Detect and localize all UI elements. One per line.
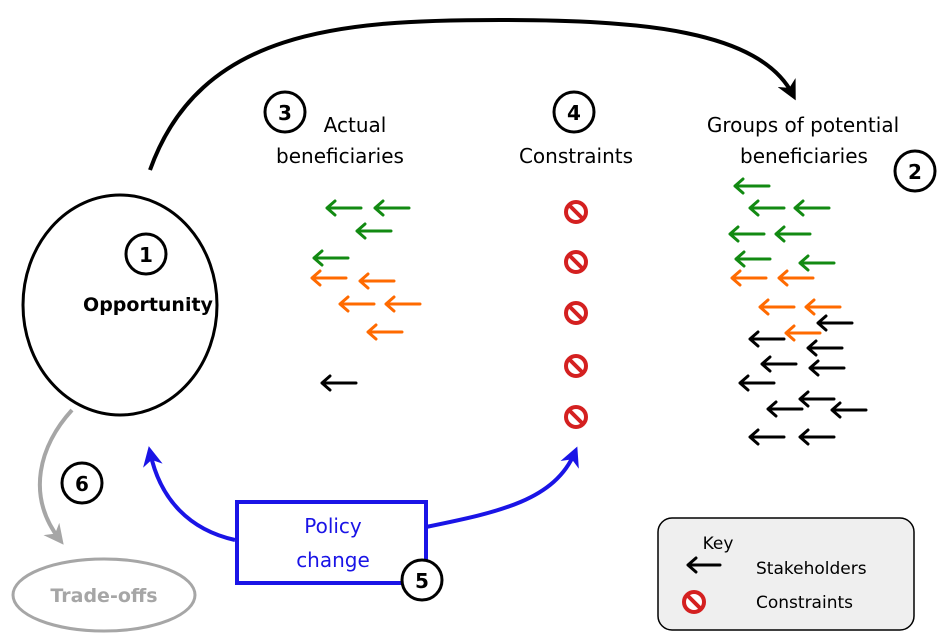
constraint-symbol (564, 354, 588, 378)
potential-label-line1: Groups of potential (707, 113, 899, 137)
constraint-symbols (564, 200, 588, 429)
actual-beneficiary-arrows (310, 199, 422, 392)
stakeholder-arrow-orange (366, 323, 404, 341)
stakeholder-arrow-black (760, 355, 798, 373)
constraint-symbol (564, 405, 588, 429)
stakeholder-arrow-orange (804, 298, 842, 316)
potential-label-line2: beneficiaries (740, 144, 868, 168)
stakeholder-arrow-green (734, 250, 772, 268)
stakeholder-arrow-orange (338, 295, 376, 313)
stakeholder-arrow-orange (758, 298, 796, 316)
opportunity-label: Opportunity (83, 294, 214, 316)
opportunity-number-badge (124, 232, 168, 276)
constraints-label: Constraints (519, 144, 633, 168)
policy-label-line2: change (296, 548, 370, 572)
stakeholder-arrow-green (355, 222, 393, 240)
stakeholder-arrow-green (793, 199, 831, 217)
potential-beneficiary-arrows (728, 177, 868, 446)
stakeholder-arrow-orange (777, 269, 815, 287)
stakeholder-arrow-black (808, 359, 846, 377)
stakeholder-arrow-green (312, 249, 350, 267)
stakeholder-arrow-orange (384, 295, 422, 313)
stakeholder-arrow-green (748, 199, 786, 217)
stakeholder-arrow-black (748, 428, 786, 446)
actual-number: 3 (278, 101, 292, 125)
opportunity-node (21, 193, 219, 417)
tradeoffs-node (11, 557, 197, 633)
key-constraints-label: Constraints (756, 593, 853, 613)
stakeholder-arrow-orange (310, 269, 348, 287)
stakeholder-arrow-green (798, 254, 836, 272)
tradeoffs-number: 6 (75, 472, 89, 496)
policy-to-opportunity-arrow (143, 446, 236, 542)
potential-number: 2 (908, 160, 922, 184)
stakeholder-arrow-black (748, 330, 786, 348)
stakeholder-arrow-black (830, 401, 868, 419)
stakeholder-arrow-black (320, 374, 358, 392)
stakeholder-arrow-orange (784, 324, 822, 342)
policy-number-badge (400, 558, 444, 602)
stakeholder-arrow-black (766, 400, 804, 418)
stakeholder-arrow-green (733, 177, 771, 195)
opportunity-to-potential-arrow (148, 17, 796, 171)
constraints-number-badge (552, 90, 596, 134)
policy-number: 5 (415, 569, 429, 593)
stakeholder-arrow-black (738, 374, 776, 392)
stakeholder-arrow-green (774, 225, 812, 243)
stakeholder-arrow-green (373, 199, 411, 217)
actual-label-line1: Actual (324, 113, 387, 137)
policy-change-box (235, 500, 428, 585)
key-stakeholder-arrow (686, 556, 722, 574)
actual-number-badge (263, 90, 307, 134)
stakeholder-arrow-black (798, 390, 836, 408)
tradeoffs-label: Trade-offs (50, 585, 157, 607)
potential-number-badge (893, 149, 937, 193)
stakeholder-arrow-green (728, 225, 766, 243)
constraint-symbol (564, 250, 588, 274)
key-box (657, 517, 915, 631)
policy-label-line1: Policy (304, 514, 362, 538)
constraint-symbol (564, 301, 588, 325)
key-stakeholders-label: Stakeholders (756, 559, 867, 579)
key-constraint-symbol (682, 590, 706, 614)
opportunity-to-tradeoffs-arrow (37, 408, 74, 545)
key-title: Key (703, 534, 734, 554)
stakeholder-arrow-black (816, 314, 854, 332)
stakeholder-arrow-orange (730, 269, 768, 287)
stakeholder-arrow-black (798, 428, 836, 446)
stakeholder-arrow-green (325, 199, 363, 217)
constraint-symbol (564, 200, 588, 224)
stakeholder-arrow-black (806, 339, 844, 357)
tradeoffs-number-badge (60, 461, 104, 505)
actual-label-line2: beneficiaries (276, 144, 404, 168)
opportunity-number: 1 (139, 243, 153, 267)
stakeholder-arrow-orange (358, 272, 396, 290)
policy-to-constraints-arrow (425, 446, 579, 529)
constraints-number: 4 (567, 101, 581, 125)
